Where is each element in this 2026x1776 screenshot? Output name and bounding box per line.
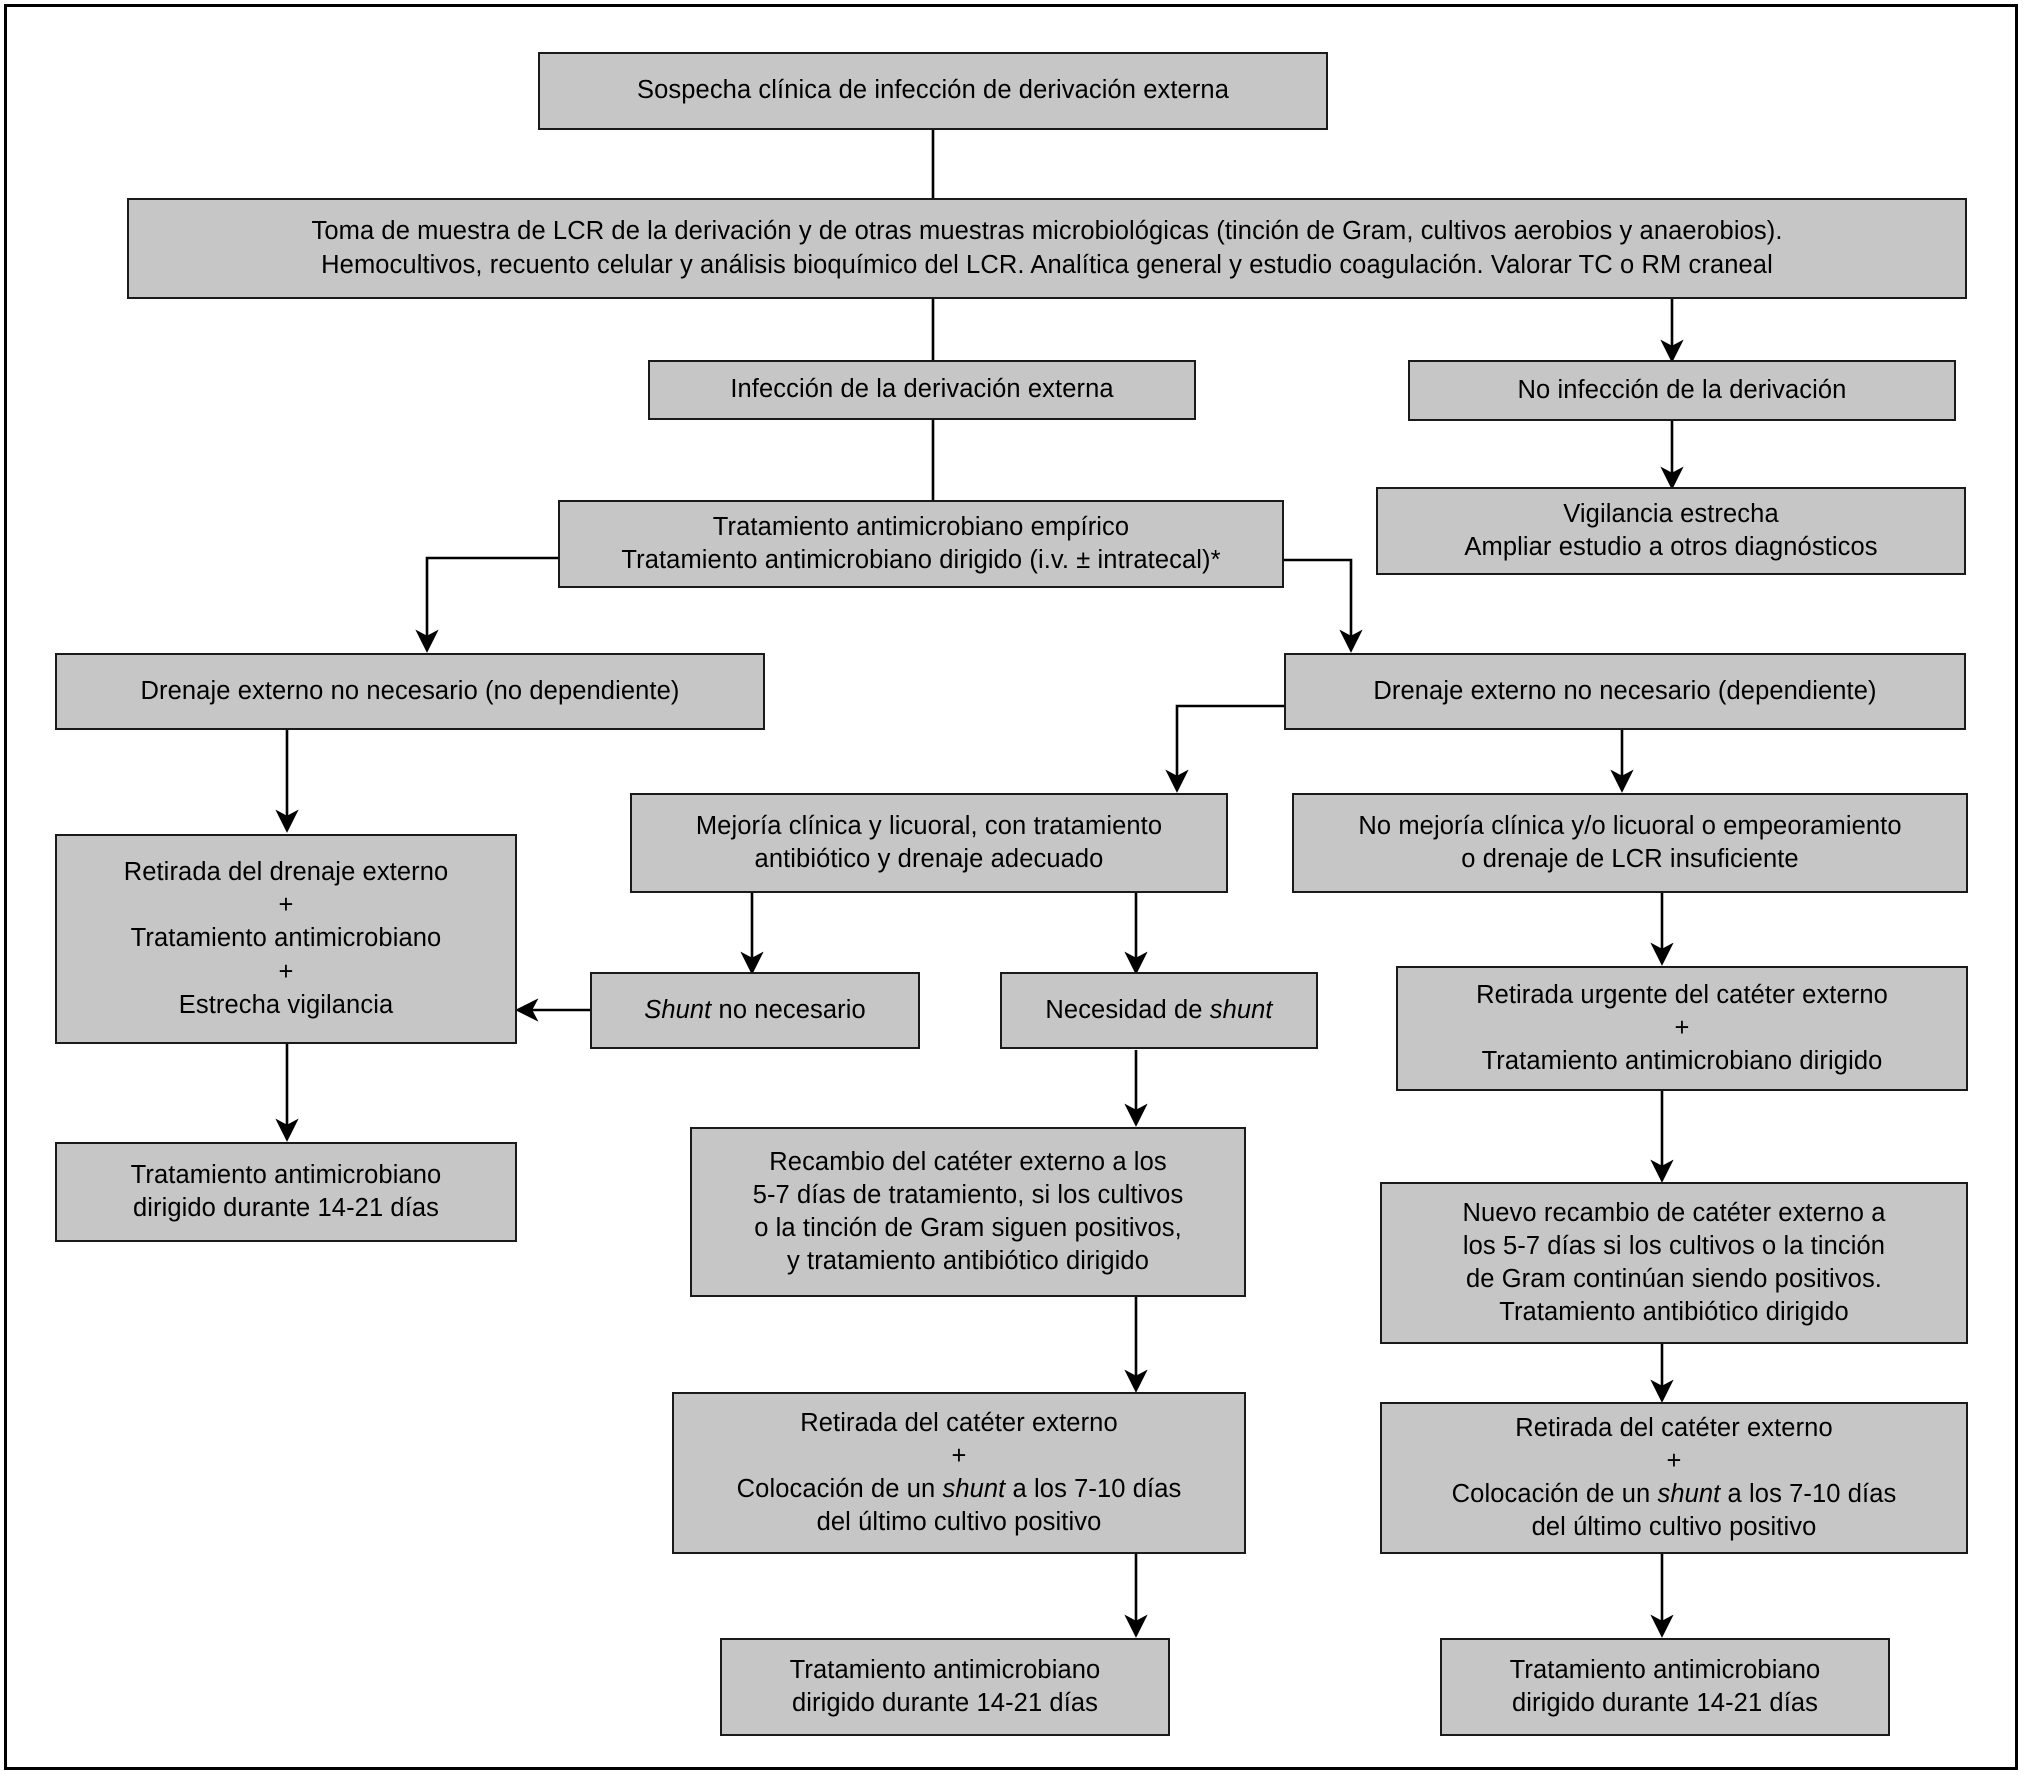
node-label: No infección de la derivación	[1517, 375, 1847, 404]
node-toma-muestra[interactable]: Toma de muestra de LCR de la derivación …	[127, 198, 1967, 299]
node-tratamiento-14-21-izquierda[interactable]: Tratamiento antimicrobiano dirigido dura…	[55, 1142, 517, 1242]
node-retirada-urgente-cateter[interactable]: Retirada urgente del catéter externo + T…	[1396, 966, 1968, 1091]
node-label: Recambio del catéter externo a los 5-7 d…	[752, 1147, 1184, 1276]
node-label: Nuevo recambio de catéter externo a los …	[1462, 1198, 1886, 1327]
node-label-pre: Retirada del catéter externo + Colocació…	[736, 1408, 1118, 1503]
node-label-composite: Retirada del catéter externo + Colocació…	[737, 1407, 1182, 1540]
node-label: Vigilancia estrecha Ampliar estudio a ot…	[1464, 499, 1878, 561]
node-nuevo-recambio-cateter[interactable]: Nuevo recambio de catéter externo a los …	[1380, 1182, 1968, 1344]
node-label-italic: shunt	[1209, 995, 1273, 1024]
node-label: Tratamiento antimicrobiano empírico Trat…	[621, 512, 1221, 574]
node-label: Retirada del drenaje externo + Tratamien…	[123, 858, 449, 1019]
node-label: Sospecha clínica de infección de derivac…	[637, 76, 1229, 105]
node-label-pre: Retirada del catéter externo + Colocació…	[1451, 1413, 1833, 1508]
node-label-composite: Retirada del catéter externo + Colocació…	[1452, 1412, 1897, 1545]
node-shunt-no-necesario[interactable]: Shunt no necesario	[590, 972, 920, 1049]
node-label-italic: Shunt	[644, 995, 712, 1024]
node-drenaje-dependiente[interactable]: Drenaje externo no necesario (dependient…	[1284, 653, 1966, 730]
node-tratamiento-14-21-derecha[interactable]: Tratamiento antimicrobiano dirigido dura…	[1440, 1638, 1890, 1736]
node-infeccion-derivacion-externa[interactable]: Infección de la derivación externa	[648, 360, 1196, 420]
node-label-composite: Shunt no necesario	[644, 994, 866, 1027]
node-label: Mejoría clínica y licuoral, con tratamie…	[695, 811, 1163, 873]
node-retirada-drenaje-externo[interactable]: Retirada del drenaje externo + Tratamien…	[55, 834, 517, 1044]
node-label: Retirada urgente del catéter externo + T…	[1476, 980, 1888, 1076]
node-label-pre: Necesidad de	[1045, 995, 1210, 1024]
node-label: Drenaje externo no necesario (dependient…	[1373, 676, 1877, 705]
node-vigilancia-estrecha[interactable]: Vigilancia estrecha Ampliar estudio a ot…	[1376, 487, 1966, 575]
node-necesidad-de-shunt[interactable]: Necesidad de shunt	[1000, 972, 1318, 1049]
node-label-post: a los 7-10 días del último cultivo posit…	[816, 1475, 1182, 1537]
node-label: Toma de muestra de LCR de la derivación …	[311, 217, 1783, 279]
node-label: No mejoría clínica y/o licuoral o empeor…	[1358, 811, 1902, 873]
node-drenaje-no-dependiente[interactable]: Drenaje externo no necesario (no dependi…	[55, 653, 765, 730]
node-sospecha-clinica[interactable]: Sospecha clínica de infección de derivac…	[538, 52, 1328, 130]
node-mejoria-clinica[interactable]: Mejoría clínica y licuoral, con tratamie…	[630, 793, 1228, 893]
node-label-post: a los 7-10 días del último cultivo posit…	[1531, 1480, 1897, 1542]
node-recambio-cateter-externo[interactable]: Recambio del catéter externo a los 5-7 d…	[690, 1127, 1246, 1297]
node-label: Infección de la derivación externa	[730, 375, 1114, 404]
node-label-italic: shunt	[942, 1475, 1006, 1503]
node-retirada-colocacion-shunt-centro[interactable]: Retirada del catéter externo + Colocació…	[672, 1392, 1246, 1554]
node-label-composite: Necesidad de shunt	[1045, 994, 1272, 1027]
node-tratamiento-antimicrobiano-empirico[interactable]: Tratamiento antimicrobiano empírico Trat…	[558, 500, 1284, 588]
diagram-frame	[4, 4, 2018, 1770]
node-label: Tratamiento antimicrobiano dirigido dura…	[1509, 1655, 1821, 1717]
node-label: Drenaje externo no necesario (no dependi…	[140, 676, 680, 705]
node-no-mejoria-clinica[interactable]: No mejoría clínica y/o licuoral o empeor…	[1292, 793, 1968, 893]
node-label-italic: shunt	[1657, 1480, 1721, 1508]
node-label-post: no necesario	[711, 995, 866, 1024]
node-no-infeccion-derivacion[interactable]: No infección de la derivación	[1408, 360, 1956, 421]
node-label: Tratamiento antimicrobiano dirigido dura…	[789, 1655, 1101, 1717]
node-label: Tratamiento antimicrobiano dirigido dura…	[130, 1160, 442, 1222]
node-retirada-colocacion-shunt-derecha[interactable]: Retirada del catéter externo + Colocació…	[1380, 1402, 1968, 1554]
node-tratamiento-14-21-centro[interactable]: Tratamiento antimicrobiano dirigido dura…	[720, 1638, 1170, 1736]
